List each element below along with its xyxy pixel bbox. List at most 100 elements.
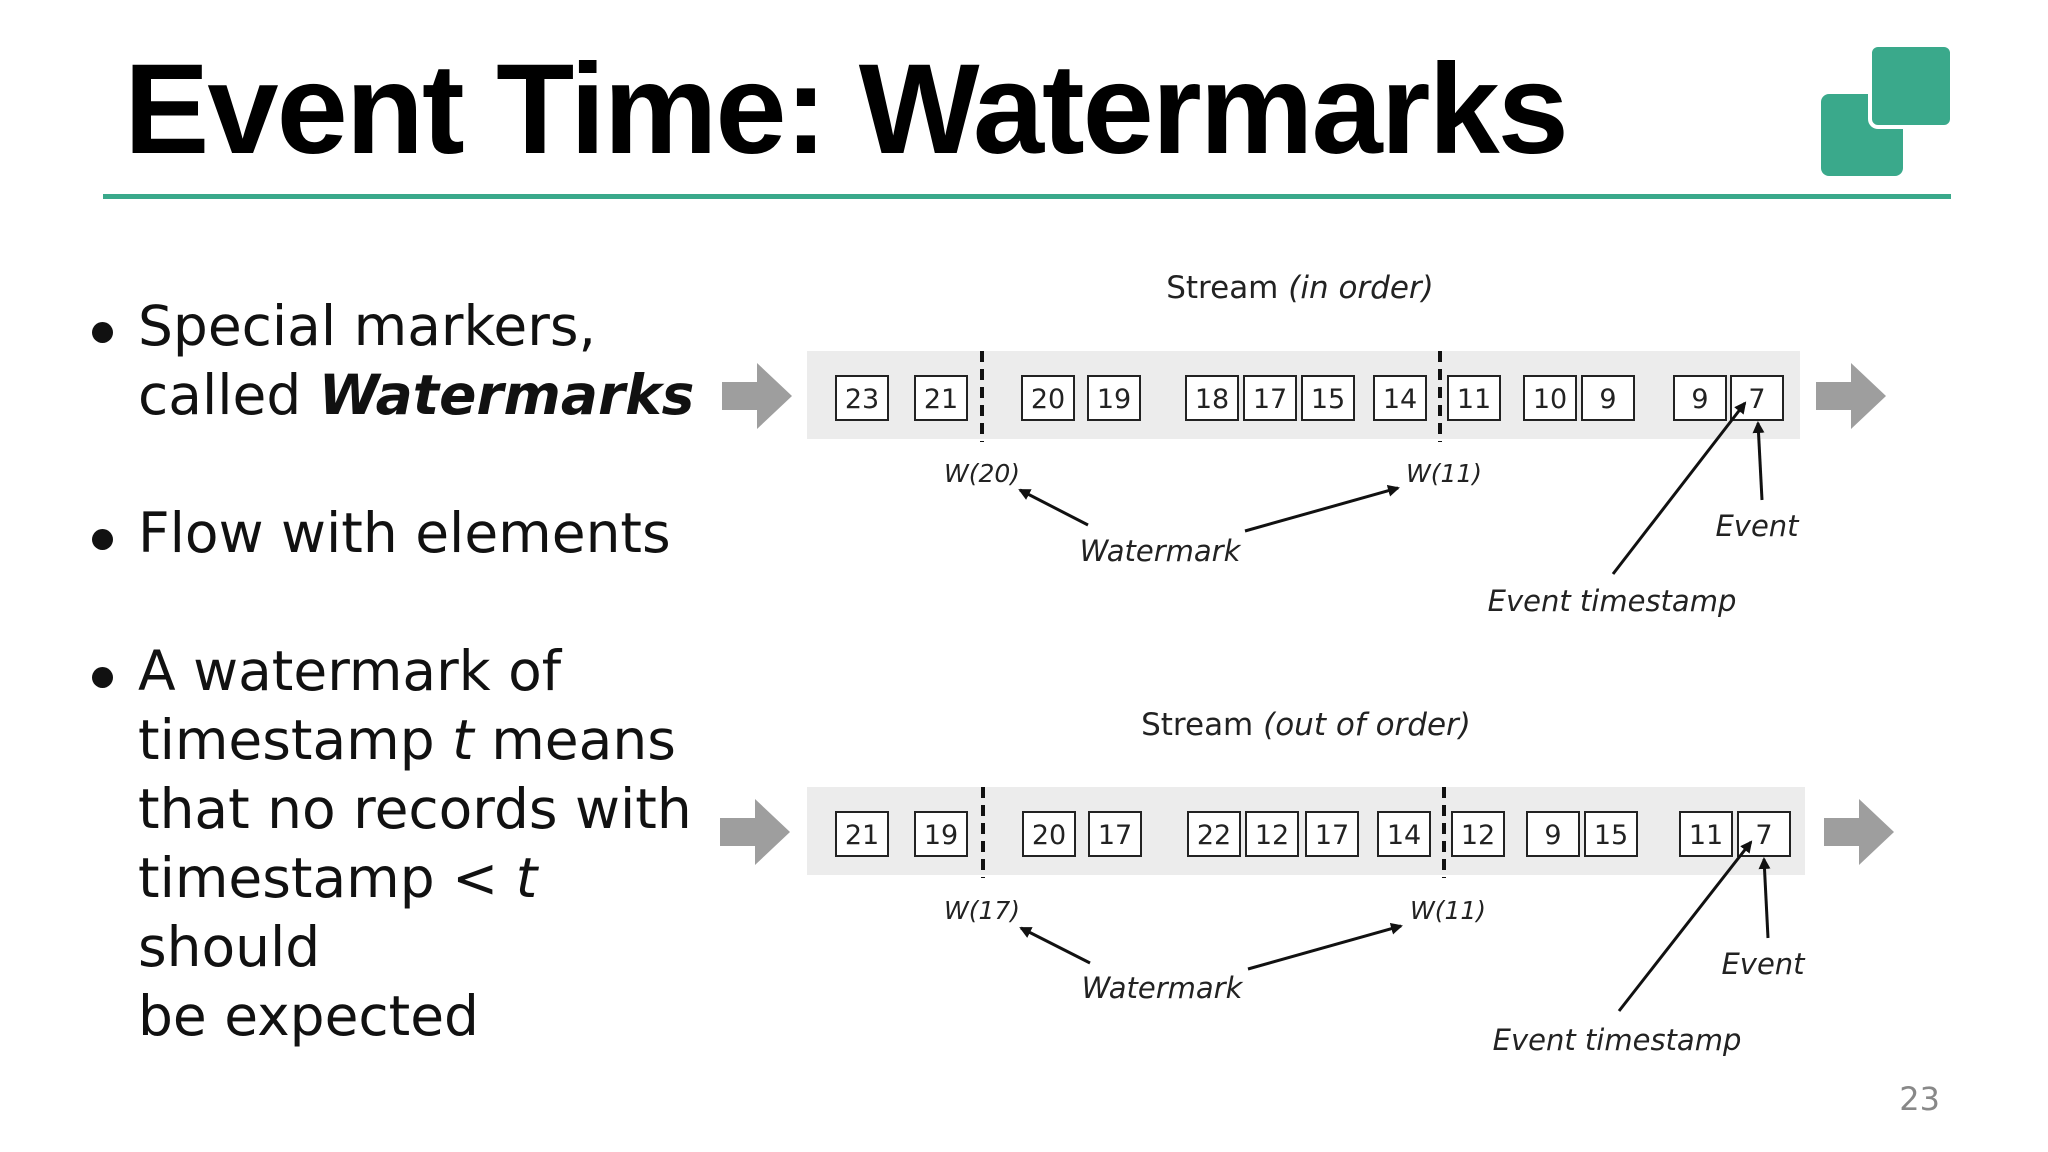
event-box <box>1088 811 1142 857</box>
event-timestamp: 7 <box>1755 820 1772 851</box>
bullet-emphasis: Watermarks <box>318 363 695 427</box>
event-box <box>1447 375 1501 421</box>
pointer-arrow <box>1018 488 1089 527</box>
event-box <box>1022 811 1076 857</box>
title-divider <box>103 194 1951 199</box>
slide-title: Event Time: Watermarks <box>124 38 1569 181</box>
event-box <box>835 811 889 857</box>
bullet-item: A watermark of timestamp t means that no… <box>86 637 726 1051</box>
event-box <box>835 375 889 421</box>
bullet-variable: t <box>515 846 538 910</box>
bullet-text: means <box>473 708 676 772</box>
event-timestamp: 12 <box>1461 820 1495 851</box>
pointer-arrow <box>1758 857 1771 939</box>
watermark-caption: Watermark <box>1080 534 1242 568</box>
watermark-label: W(11) <box>1410 896 1486 925</box>
event-box <box>1679 811 1733 857</box>
event-box <box>1243 375 1297 421</box>
event-box <box>1187 811 1241 857</box>
event-box <box>1021 375 1075 421</box>
event-box <box>914 375 968 421</box>
event-box <box>1373 375 1427 421</box>
bullet-text: should <box>138 915 321 979</box>
event-timestamp: 23 <box>845 384 879 415</box>
event-box <box>1185 375 1239 421</box>
page-number: 23 <box>1899 1080 1940 1118</box>
timestamp-caption: Event timestamp <box>1493 1023 1742 1057</box>
event-timestamp: 17 <box>1098 820 1132 851</box>
bullet-text: A watermark of <box>138 639 562 703</box>
event-timestamp: 21 <box>924 384 958 415</box>
event-timestamp: 17 <box>1253 384 1287 415</box>
watermark-caption: Watermark <box>1082 971 1244 1005</box>
event-box <box>1377 811 1431 857</box>
event-timestamp: 21 <box>845 820 879 851</box>
event-timestamp: 19 <box>924 820 958 851</box>
pointer-arrow <box>1244 484 1400 533</box>
event-box <box>1673 375 1727 421</box>
event-timestamp: 7 <box>1748 384 1765 415</box>
event-box <box>1584 811 1638 857</box>
event-box <box>1523 375 1577 421</box>
bullet-text: timestamp <box>138 708 453 772</box>
event-timestamp: 20 <box>1031 384 1065 415</box>
event-box <box>1737 811 1791 857</box>
stream-title: Stream (in order) <box>1166 270 1434 306</box>
event-box <box>1526 811 1580 857</box>
pointer-arrow <box>1611 401 1747 575</box>
stream-in-order: Stream (in order) 23 21 20 19 18 17 15 14 11 10 9 9… <box>722 270 1886 618</box>
event-timestamp: 9 <box>1544 820 1561 851</box>
flow-arrow-icon <box>720 799 790 865</box>
watermark-label: W(11) <box>1406 459 1482 488</box>
bullet-text: called <box>138 363 319 427</box>
event-timestamp: 11 <box>1457 384 1491 415</box>
event-caption: Event <box>1721 947 1806 981</box>
event-box <box>1301 375 1355 421</box>
bullet-list: Special markers, called Watermarks Flow … <box>86 292 726 1120</box>
bullet-text: be expected <box>138 984 479 1048</box>
bullet-item: Special markers, called Watermarks <box>86 292 726 430</box>
event-timestamp: 11 <box>1689 820 1723 851</box>
event-timestamp: 9 <box>1599 384 1616 415</box>
event-caption: Event <box>1715 509 1800 543</box>
timestamp-caption: Event timestamp <box>1488 584 1737 618</box>
event-timestamp: 15 <box>1311 384 1345 415</box>
event-timestamp: 12 <box>1255 820 1289 851</box>
stream-out-of-order: Stream (out of order) 21 19 20 17 22 12 17 14 12… <box>720 707 1894 1057</box>
event-box <box>1581 375 1635 421</box>
event-timestamp: 22 <box>1197 820 1231 851</box>
flow-arrow-icon <box>722 363 792 429</box>
event-timestamp: 19 <box>1097 384 1131 415</box>
bullet-item: Flow with elements <box>86 499 726 568</box>
pointer-arrow <box>1247 922 1403 971</box>
event-timestamp: 15 <box>1594 820 1628 851</box>
flow-arrow-icon <box>1824 799 1894 865</box>
event-box <box>914 811 968 857</box>
bullet-variable: t <box>452 708 474 772</box>
watermark-label: W(17) <box>944 896 1020 925</box>
event-box <box>1305 811 1359 857</box>
event-box <box>1451 811 1505 857</box>
watermark-label: W(20) <box>944 459 1020 488</box>
event-timestamp: 14 <box>1387 820 1421 851</box>
pointer-arrow <box>1617 840 1753 1012</box>
logo-squares-icon <box>1821 45 1953 176</box>
flow-arrow-icon <box>1816 363 1886 429</box>
pointer-arrow <box>1019 926 1091 965</box>
event-timestamp: 17 <box>1315 820 1349 851</box>
event-box <box>1087 375 1141 421</box>
event-timestamp: 10 <box>1533 384 1567 415</box>
event-box <box>1245 811 1299 857</box>
bullet-text: that no records with <box>138 777 692 841</box>
bullet-text: timestamp < <box>138 846 516 910</box>
bullet-text: Special markers, <box>138 294 597 358</box>
pointer-arrow <box>1752 421 1765 501</box>
event-timestamp: 9 <box>1691 384 1708 415</box>
event-timestamp: 14 <box>1383 384 1417 415</box>
event-timestamp: 20 <box>1032 820 1066 851</box>
stream-title: Stream (out of order) <box>1141 707 1471 743</box>
event-timestamp: 18 <box>1195 384 1229 415</box>
bullet-text: Flow with elements <box>138 501 671 565</box>
